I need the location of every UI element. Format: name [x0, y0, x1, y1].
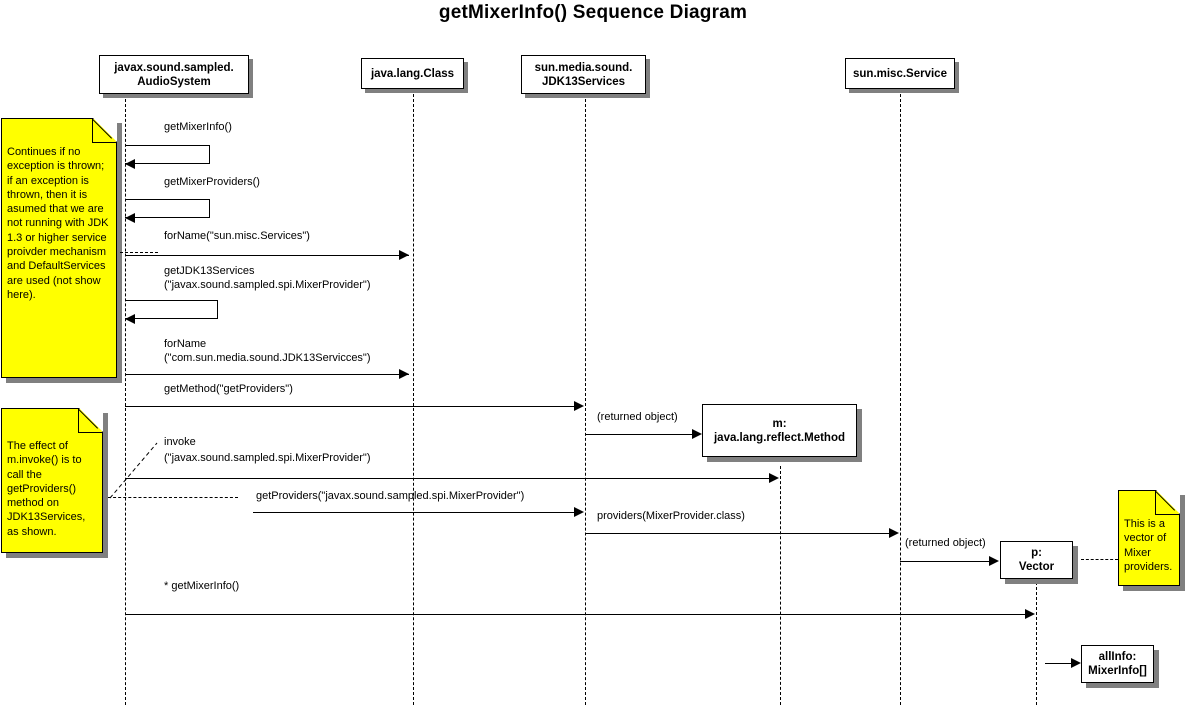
- message-arrow-invoke: [125, 478, 770, 479]
- arrowhead-right-icon: [1071, 658, 1081, 668]
- message-label-getmixerinfo: getMixerInfo(): [164, 121, 232, 133]
- note-exception-text: Continues if no exception is thrown; if …: [7, 146, 109, 301]
- page-title: getMixerInfo() Sequence Diagram: [438, 2, 748, 23]
- message-label-forname-jdk13servicces-line1: forName: [164, 338, 207, 350]
- message-label-invoke-line1: invoke: [164, 436, 196, 448]
- message-label-getmixerproviders: getMixerProviders(): [164, 176, 260, 188]
- object-allinfo[interactable]: allInfo: MixerInfo[]: [1081, 645, 1154, 683]
- arrowhead-right-icon: [574, 507, 584, 517]
- participant-audiosystem[interactable]: javax.sound.sampled. AudioSystem: [99, 55, 249, 94]
- note-vector: This is a vector of Mixer providers.: [1118, 490, 1180, 586]
- arrowhead-left-icon: [125, 314, 135, 324]
- self-call-getjdk13services: [125, 300, 218, 319]
- object-vector[interactable]: p: Vector: [1000, 541, 1073, 579]
- participant-sunmiscservice[interactable]: sun.misc.Service: [845, 58, 955, 89]
- message-label-invoke-line2: ("javax.sound.sampled.spi.MixerProvider"…: [164, 452, 371, 464]
- message-label-getjdk13services-line2: ("javax.sound.sampled.spi.MixerProvider"…: [164, 279, 371, 291]
- object-vector-line2: Vector: [1018, 561, 1055, 573]
- participant-audiosystem-line2: AudioSystem: [137, 75, 211, 88]
- participant-javalangclass[interactable]: java.lang.Class: [361, 58, 464, 89]
- lifeline-vector-object: [1036, 582, 1037, 705]
- message-arrow-providers: [585, 533, 889, 534]
- arrowhead-left-icon: [125, 213, 135, 223]
- message-arrow-star-getmixerinfo: [125, 614, 1026, 615]
- message-label-getmethod: getMethod("getProviders"): [164, 383, 293, 395]
- message-label-getjdk13services-line1: getJDK13Services: [164, 265, 255, 277]
- object-method[interactable]: m: java.lang.reflect.Method: [702, 404, 857, 457]
- message-arrow-create-allinfo: [1045, 663, 1075, 664]
- message-arrow-forname-jdk13servicces: [125, 374, 409, 375]
- object-allinfo-line2: MixerInfo[]: [1088, 665, 1147, 677]
- message-arrow-getmethod: [125, 406, 581, 407]
- message-label-forname-jdk13servicces-line2: ("com.sun.media.sound.JDK13Servicces"): [164, 352, 371, 364]
- message-label-returned-object-vector: (returned object): [905, 537, 986, 549]
- lifeline-javalangclass: [413, 94, 414, 705]
- note-invoke-text: The effect of m.invoke() is to call the …: [7, 440, 86, 538]
- note-exception: Continues if no exception is thrown; if …: [1, 118, 117, 378]
- arrowhead-right-icon: [1025, 609, 1035, 619]
- arrowhead-right-icon: [989, 556, 999, 566]
- object-allinfo-line1: allInfo:: [1098, 651, 1137, 663]
- lifeline-audiosystem: [125, 99, 126, 705]
- arrowhead-right-icon: [574, 401, 584, 411]
- arrowhead-left-icon: [125, 159, 135, 169]
- participant-jdk13services-line2: JDK13Services: [541, 75, 626, 88]
- message-arrow-getproviders: [253, 512, 574, 513]
- lifeline-sunmiscservice: [900, 94, 901, 705]
- participant-jdk13services-line1: sun.media.sound.: [534, 61, 633, 74]
- self-call-getmixerproviders: [125, 199, 210, 218]
- message-arrow-forname-services: [125, 255, 409, 256]
- message-label-getproviders: getProviders("javax.sound.sampled.spi.Mi…: [256, 490, 525, 502]
- message-label-providers: providers(MixerProvider.class): [597, 510, 745, 522]
- message-arrow-returned-object-vector: [900, 561, 990, 562]
- arrowhead-right-icon: [769, 473, 779, 483]
- message-arrow-returned-object-method: [585, 434, 693, 435]
- self-call-getmixerinfo: [125, 145, 210, 164]
- arrowhead-right-icon: [692, 429, 702, 439]
- message-label-star-getmixerinfo: * getMixerInfo(): [164, 580, 240, 592]
- note-exception-connector: [120, 252, 158, 253]
- participant-sunmiscservice-line1: sun.misc.Service: [853, 67, 947, 80]
- message-label-returned-object-method: (returned object): [597, 411, 678, 423]
- note-vector-connector: [1081, 559, 1118, 560]
- arrowhead-right-icon: [889, 528, 899, 538]
- arrowhead-right-icon: [399, 369, 409, 379]
- participant-jdk13services[interactable]: sun.media.sound. JDK13Services: [521, 55, 646, 94]
- message-label-forname-services: forName("sun.misc.Services"): [164, 230, 310, 242]
- participant-audiosystem-line1: javax.sound.sampled.: [114, 61, 234, 74]
- object-vector-line1: p:: [1031, 547, 1042, 559]
- note-vector-text: This is a vector of Mixer providers.: [1124, 518, 1173, 573]
- lifeline-method-object: [780, 466, 781, 705]
- arrowhead-right-icon: [399, 250, 409, 260]
- participant-javalangclass-line1: java.lang.Class: [370, 67, 455, 80]
- object-method-line1: m:: [772, 417, 787, 430]
- note-invoke: The effect of m.invoke() is to call the …: [1, 408, 103, 553]
- note-invoke-connector: [109, 442, 158, 499]
- note-invoke-baseline-connector: [108, 497, 238, 498]
- lifeline-jdk13services: [585, 99, 586, 705]
- object-method-line2: java.lang.reflect.Method: [713, 431, 845, 444]
